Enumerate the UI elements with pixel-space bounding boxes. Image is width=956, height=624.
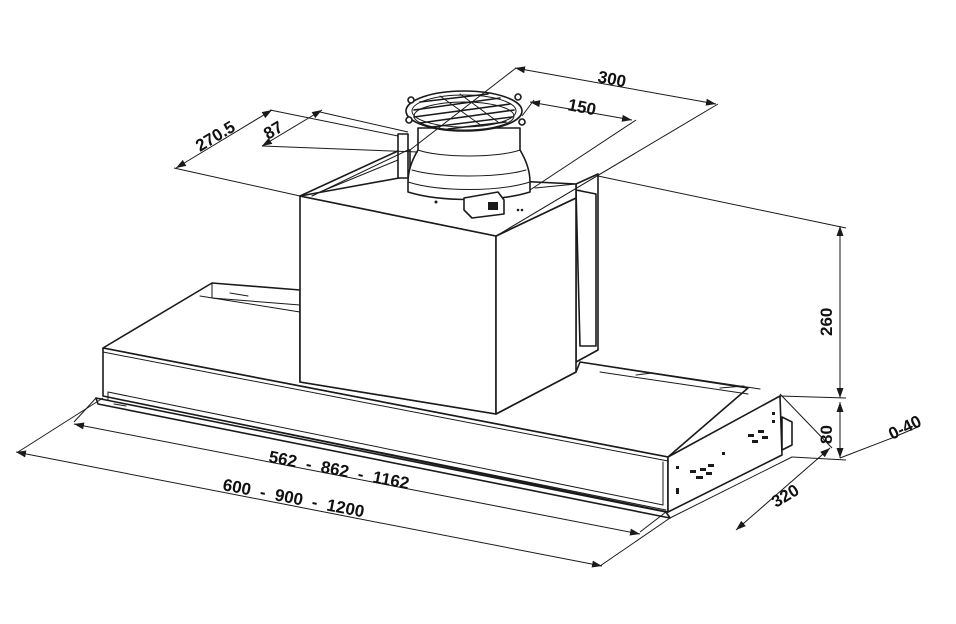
- canopy-extension: [781, 416, 793, 451]
- dim-label-150: 150: [566, 95, 597, 119]
- motor-body: [407, 127, 531, 201]
- dim-label-300: 300: [596, 67, 627, 91]
- dim-label-outer-width: 600 - 900 - 1200: [221, 475, 366, 521]
- dim-label-320: 320: [768, 481, 802, 512]
- dim-label-270-5: 270.5: [192, 117, 238, 155]
- dim-label-260: 260: [817, 308, 836, 336]
- duct-grille: [413, 93, 515, 130]
- dim-label-80: 80: [817, 425, 836, 444]
- capacitor: [463, 191, 505, 219]
- control-panel: [676, 412, 775, 494]
- dim-label-87: 87: [260, 117, 286, 143]
- dimension-lines: [15, 66, 921, 568]
- chimney: [299, 133, 599, 415]
- dim-label-0-40: 0-40: [885, 412, 924, 444]
- motor-assembly: [405, 90, 531, 219]
